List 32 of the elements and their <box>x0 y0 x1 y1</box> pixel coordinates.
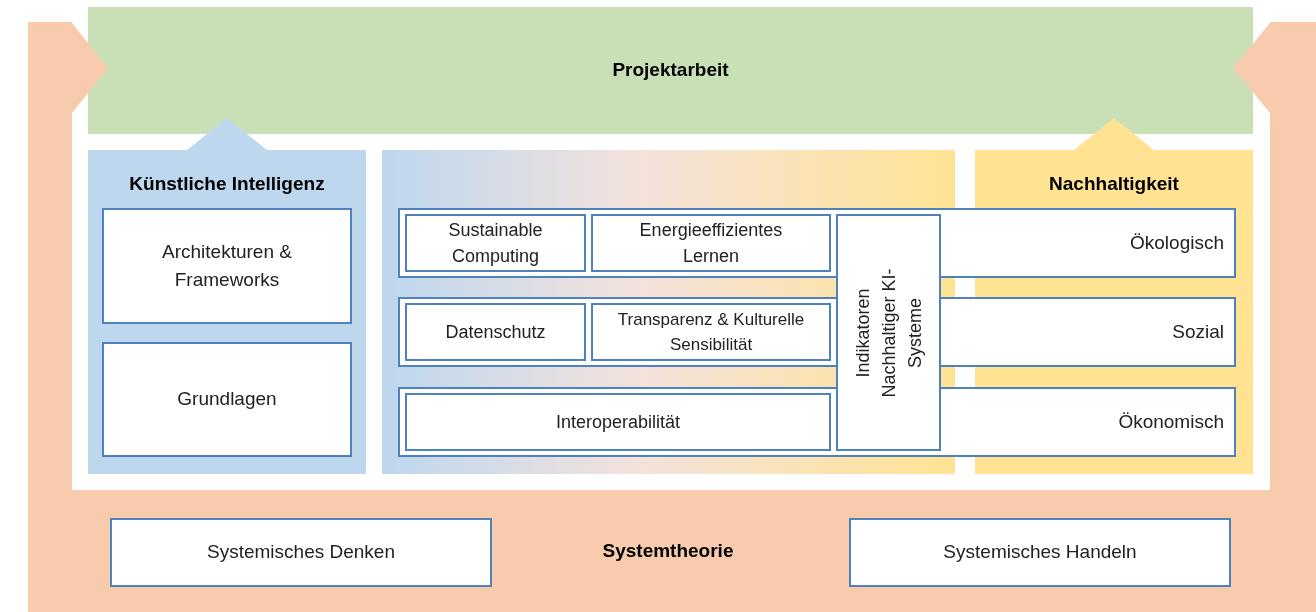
band-title: Systemtheorie <box>601 539 735 563</box>
topic-box <box>405 393 831 451</box>
box-label: Systemisches Denken <box>207 540 395 565</box>
panel-title: Künstliche Intelligenz <box>128 172 326 196</box>
arrow <box>1233 23 1271 113</box>
box-label: Transparenz & Kulturelle Sensibilität <box>616 309 806 356</box>
topic-box <box>591 214 831 272</box>
top-band <box>88 7 1253 134</box>
box-label: Interoperabilität <box>555 410 681 434</box>
box-label: Systemisches Handeln <box>943 540 1137 565</box>
box-label: Architekturen & Frameworks <box>161 239 293 292</box>
topic-box <box>405 214 586 272</box>
concept-box <box>849 518 1231 587</box>
box-label: Datenschutz <box>445 320 546 344</box>
topic-box <box>405 303 586 361</box>
band-title: Projektarbeit <box>612 58 729 83</box>
row-label: Ökonomisch <box>1118 409 1224 434</box>
panel-title: Nachhaltigkeit <box>1048 172 1180 196</box>
box-label: Sustainable Computing <box>447 219 544 268</box>
box-label: Indikatoren Nachhaltiger KI-Systeme <box>851 266 926 400</box>
topic-box <box>102 342 352 457</box>
box-label: Grundlagen <box>177 387 277 412</box>
arrow <box>187 118 267 151</box>
topic-box <box>591 303 831 361</box>
arrow <box>1074 118 1154 151</box>
topic-box <box>102 208 352 324</box>
concept-box <box>110 518 492 587</box>
row-label: Sozial <box>1172 319 1224 344</box>
column-panel <box>88 150 366 474</box>
arrow <box>71 23 108 113</box>
row-label: Ökologisch <box>1130 230 1224 255</box>
box-label: Energieeffizientes Lernen <box>638 219 784 268</box>
